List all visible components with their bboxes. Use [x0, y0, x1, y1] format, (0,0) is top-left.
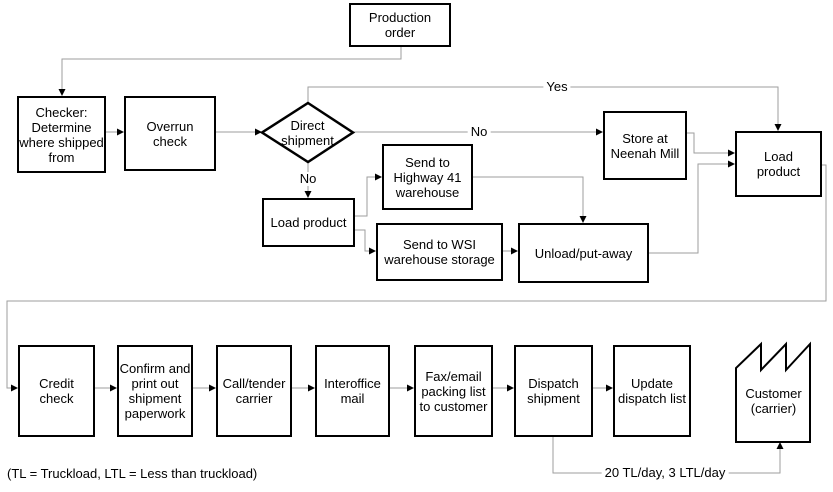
node-update-dispatch-list: Update dispatch list: [613, 345, 691, 437]
edge-production-to-checker: [61, 47, 402, 95]
node-send-highway41-label: Send to Highway 41 warehouse: [393, 154, 462, 200]
edge-label-no-down: No: [296, 172, 320, 186]
node-interoffice-mail-label: Interoffice mail: [324, 376, 381, 406]
node-interoffice-mail: Interoffice mail: [315, 345, 390, 437]
edge-loadmid-to-highway41: [355, 176, 381, 217]
node-call-tender-carrier-label: Call/tender carrier: [222, 376, 286, 406]
node-overrun-check-label: Overrun check: [146, 118, 194, 149]
footnote: (TL = Truckload, LTL = Less than trucklo…: [7, 466, 258, 481]
edge-label-yes: Yes: [543, 80, 571, 94]
edge-store-to-load-right: [687, 132, 734, 154]
node-credit-check: Credit check: [18, 345, 95, 437]
node-send-wsi: Send to WSI warehouse storage: [376, 223, 503, 281]
node-fax-email-packing: Fax/email packing list to customer: [414, 345, 493, 437]
node-send-wsi-label: Send to WSI warehouse storage: [384, 237, 495, 267]
edge-load-right-to-credit: [6, 164, 827, 389]
node-production-order-label: Production order: [368, 10, 432, 40]
node-load-product-mid: Load product: [262, 198, 355, 247]
node-confirm-paperwork-label: Confirm and print out shipment paperwork: [119, 361, 191, 421]
edge-label-no-to-store: No: [467, 125, 491, 139]
node-load-product-right-label: Load product: [756, 149, 801, 179]
node-dispatch-shipment-label: Dispatch shipment: [527, 376, 580, 406]
node-load-product-mid-label: Load product: [270, 215, 347, 230]
node-unload-putaway-label: Unload/put-away: [534, 245, 633, 261]
node-send-highway41: Send to Highway 41 warehouse: [382, 144, 473, 210]
node-overrun-check: Overrun check: [124, 96, 216, 171]
decision-diamond-shape: [259, 101, 356, 164]
edge-unload-to-load-right: [649, 163, 734, 254]
edge-loadmid-to-wsi: [355, 229, 375, 252]
node-dispatch-shipment: Dispatch shipment: [514, 345, 593, 437]
arrowheads: [11, 89, 784, 449]
node-load-product-right: Load product: [735, 131, 822, 197]
node-update-dispatch-list-label: Update dispatch list: [618, 376, 686, 406]
node-call-tender-carrier: Call/tender carrier: [216, 345, 292, 437]
node-confirm-paperwork: Confirm and print out shipment paperwork: [117, 345, 193, 437]
node-store-neenah-label: Store at Neenah Mill: [610, 130, 680, 161]
node-store-neenah: Store at Neenah Mill: [603, 111, 687, 180]
node-checker: Checker: Determine where shipped from: [17, 96, 106, 173]
edge-yes-to-load-right: [307, 86, 779, 130]
node-checker-label: Checker: Determine where shipped from: [19, 104, 104, 165]
node-unload-putaway: Unload/put-away: [518, 223, 649, 283]
edge-label-dispatch-rate: 20 TL/day, 3 LTL/day: [601, 466, 729, 480]
customer-factory-shape: [735, 341, 811, 443]
node-fax-email-packing-label: Fax/email packing list to customer: [419, 368, 488, 414]
node-production-order: Production order: [349, 3, 451, 47]
edge-highway41-to-unload: [473, 176, 584, 222]
node-credit-check-label: Credit check: [39, 376, 74, 406]
